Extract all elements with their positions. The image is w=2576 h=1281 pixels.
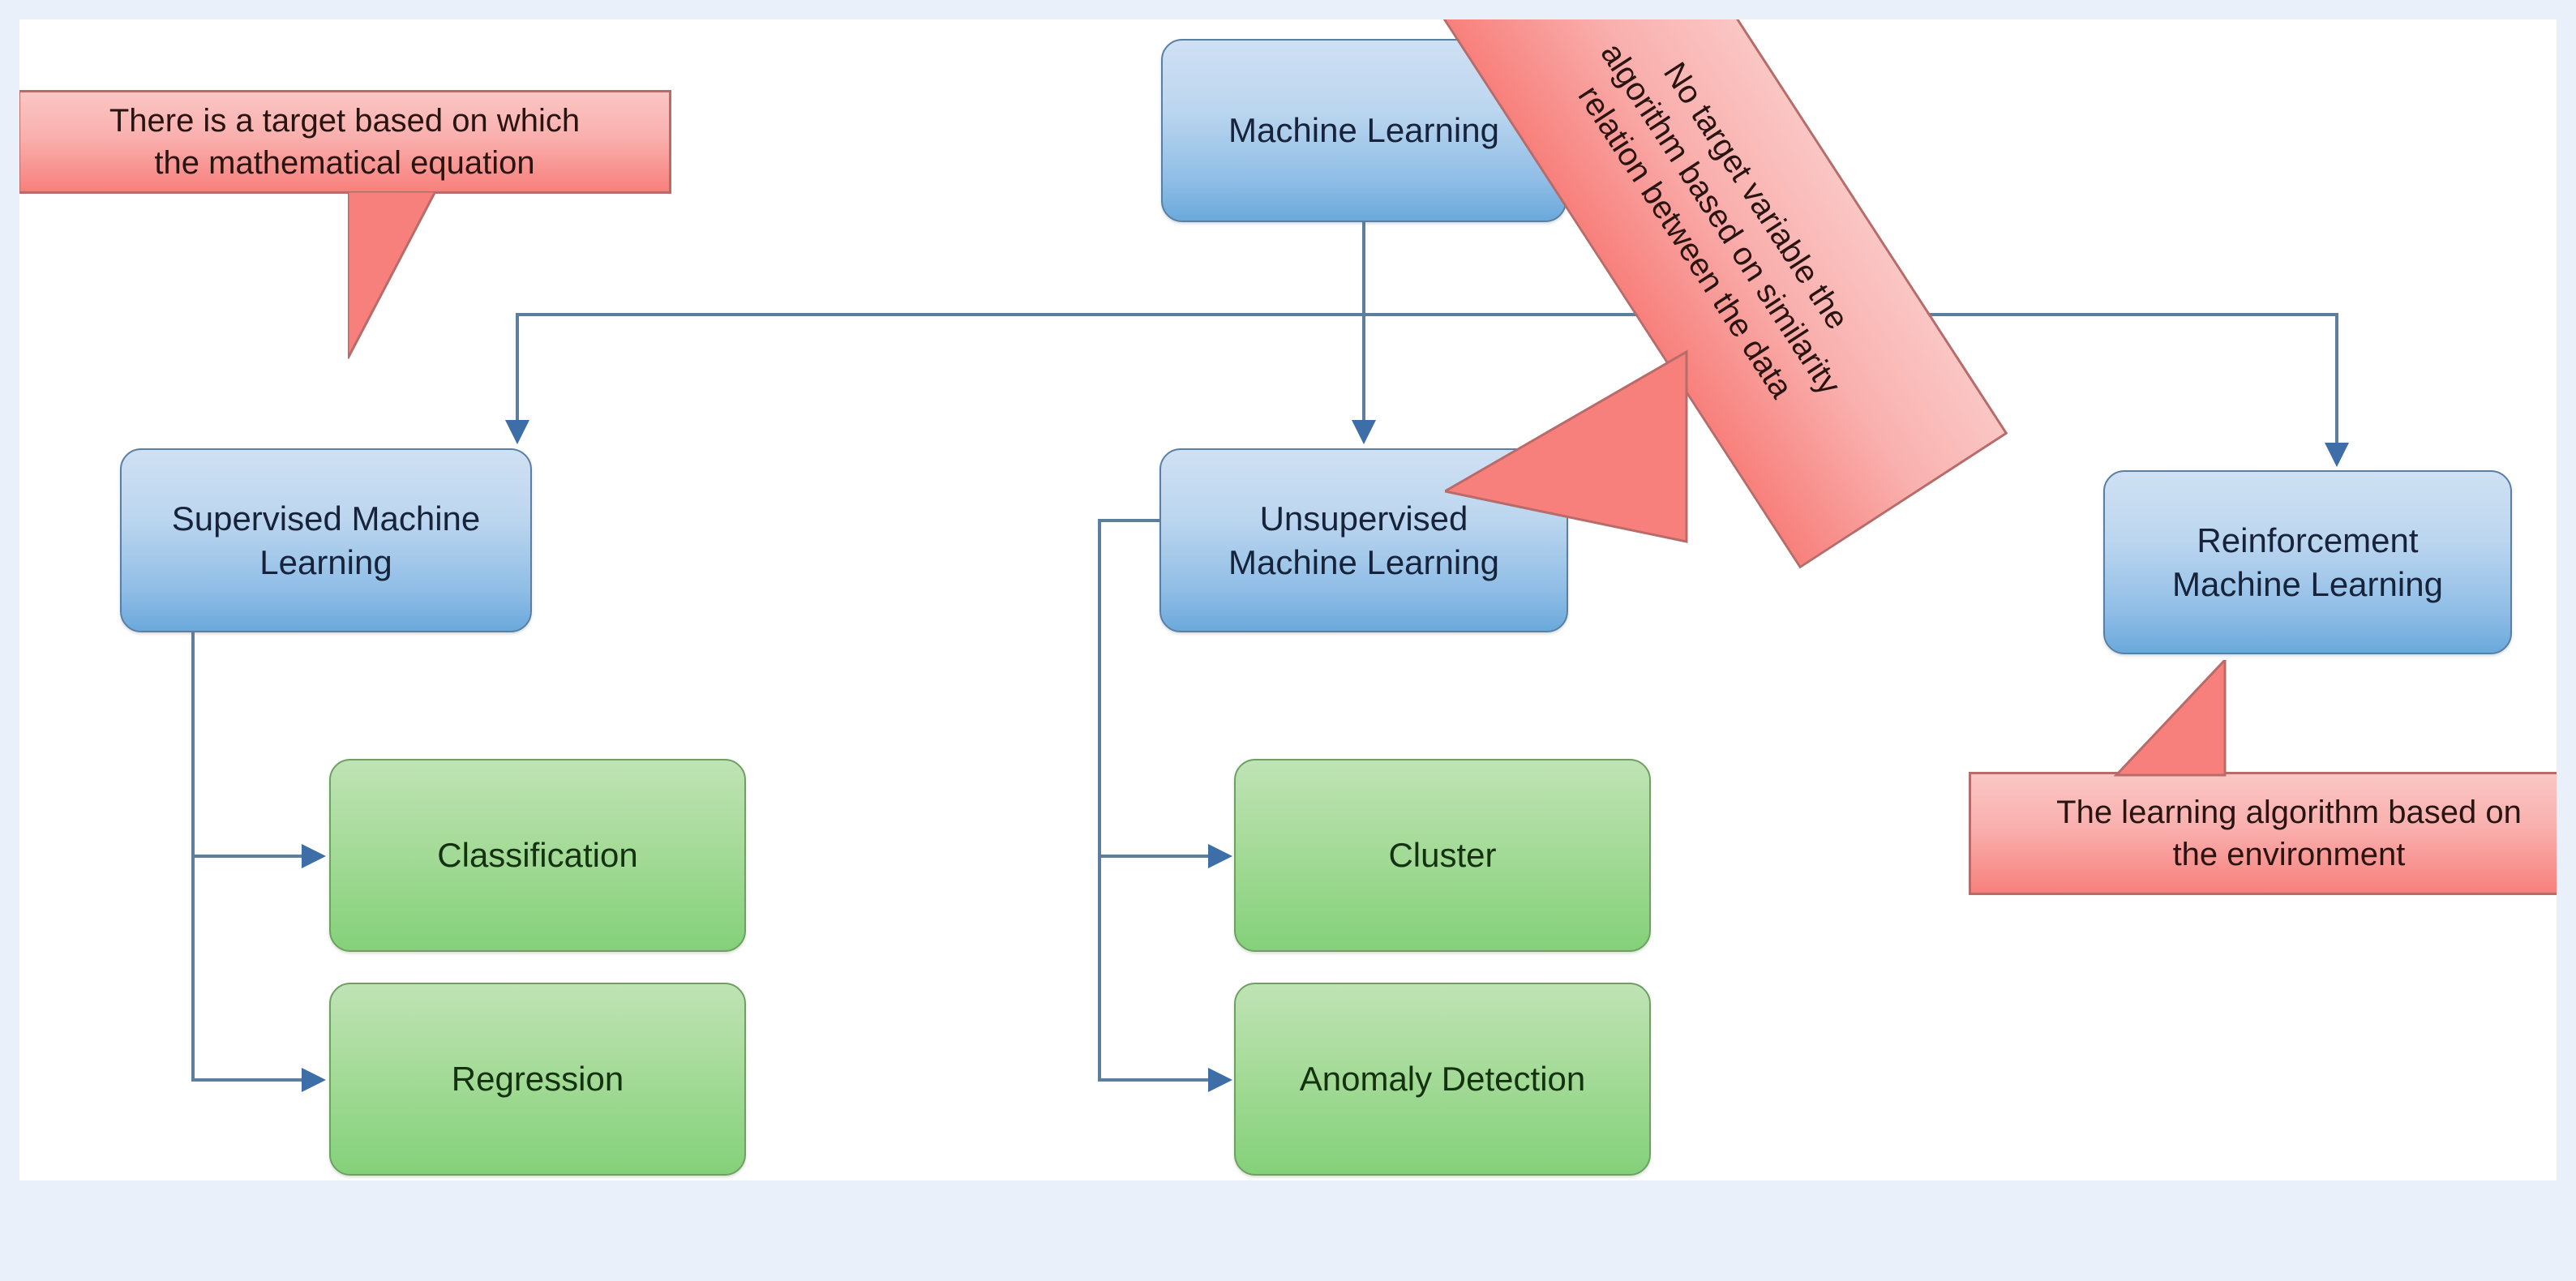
callout-supervised-tail <box>348 191 437 359</box>
arrowhead-anomaly <box>1208 1068 1232 1092</box>
connector-supervised-trunk <box>191 519 195 1082</box>
node-reinforcement-machine-learning[interactable]: Reinforcement Machine Learning <box>2103 470 2512 654</box>
arrowhead-regression <box>302 1068 326 1092</box>
diagram-canvas: Machine Learning Supervised Machine Lear… <box>19 19 2557 1180</box>
arrowhead-cluster <box>1208 844 1232 868</box>
node-machine-learning[interactable]: Machine Learning <box>1161 39 1567 222</box>
arrowhead-supervised <box>505 420 529 444</box>
callout-reinforcement-note[interactable]: The learning algorithm based on the envi… <box>1969 772 2557 895</box>
connector-to-anomaly <box>1098 1078 1211 1082</box>
node-cluster[interactable]: Cluster <box>1234 759 1651 952</box>
arrowhead-reinforcement <box>2325 443 2349 467</box>
node-regression[interactable]: Regression <box>329 983 746 1176</box>
arrowhead-unsupervised <box>1352 420 1376 444</box>
connector-drop-reinforcement <box>2335 313 2338 451</box>
connector-bus <box>516 313 2338 316</box>
node-anomaly-detection[interactable]: Anomaly Detection <box>1234 983 1651 1176</box>
node-classification[interactable]: Classification <box>329 759 746 952</box>
connector-to-cluster <box>1098 855 1211 858</box>
callout-reinforcement-tail <box>2113 660 2227 777</box>
connector-to-regression <box>191 1078 305 1082</box>
callout-supervised-note[interactable]: There is a target based on which the mat… <box>19 90 671 194</box>
node-supervised-machine-learning[interactable]: Supervised Machine Learning <box>120 448 532 632</box>
connector-root-stem <box>1362 221 1365 316</box>
connector-drop-unsupervised <box>1362 313 1365 428</box>
connector-unsupervised-trunk <box>1098 519 1101 1082</box>
connector-unsupervised-exit <box>1098 519 1166 522</box>
connector-to-classification <box>191 855 305 858</box>
arrowhead-classification <box>302 844 326 868</box>
connector-drop-supervised <box>516 313 519 428</box>
callout-unsupervised-tail <box>1445 349 1688 543</box>
